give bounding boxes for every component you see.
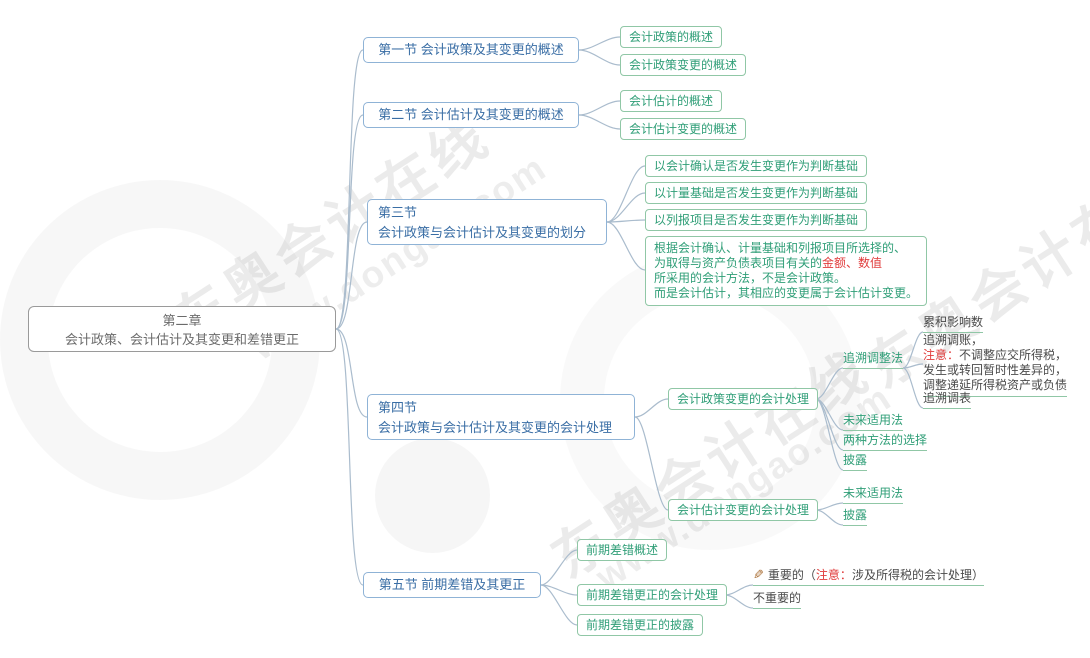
node-root-chapter[interactable]: 第二章 会计政策、会计估计及其变更和差错更正 [28,306,336,352]
node-s3-presentation-basis[interactable]: 以列报项目是否发生变更作为判断基础 [645,209,868,231]
node-prospective-method-estimate[interactable]: 未来适用法 [843,485,904,504]
node-retro-adjust-accounts-note[interactable]: 追溯调账， 注意：不调整应交所得税， 发生或转回暂时性差异的， 调整递延所得税资… [923,333,1068,397]
node-section3[interactable]: 第三节 会计政策与会计估计及其变更的划分 [367,199,607,245]
connector [606,192,646,223]
node-s1-policy-change-overview[interactable]: 会计政策变更的概述 [620,54,747,76]
connector [540,584,578,626]
node-retrospective-adjustment-method[interactable]: 追溯调整法 [843,350,904,369]
retro-note-line4: 调整递延所得税资产或负债 [923,378,1068,392]
node-method-choice[interactable]: 两种方法的选择 [843,432,928,451]
retro-note-line3: 发生或转回暂时性差异的， [923,363,1068,377]
connector [578,114,621,130]
s3-note-line4: 而是会计估计，其相应的变更属于会计估计变更。 [654,286,919,300]
node-cumulative-effect[interactable]: 累积影响数 [923,314,984,333]
s3-note-line2: 为取得与资产负债表项目有关的金额、数值 [654,256,918,271]
connector [335,328,368,418]
section4-line2: 会计政策与会计估计及其变更的会计处理 [378,420,613,435]
node-s5-error-correction-treatment[interactable]: 前期差错更正的会计处理 [577,584,728,606]
node-s5-error-overview[interactable]: 前期差错概述 [577,539,668,561]
connector [902,367,924,409]
connector [335,49,364,330]
connector [902,363,924,369]
important-text-suffix: 涉及所得税的会计处理） [851,568,984,582]
connector [606,219,646,223]
connector [606,165,646,223]
section3-line1: 第三节 [378,205,418,220]
node-s1-policy-overview[interactable]: 会计政策的概述 [620,26,723,48]
connector [335,328,364,586]
s3-note-line1: 根据会计确认、计量基础和列报项目所选择的、 [654,241,907,255]
connector [724,594,754,609]
node-section2[interactable]: 第二节 会计估计及其变更的概述 [363,102,579,128]
node-estimate-disclosure[interactable]: 披露 [843,507,868,526]
node-prospective-method-policy[interactable]: 未来适用法 [843,412,904,431]
node-s2-estimate-change-overview[interactable]: 会计估计变更的概述 [620,118,747,140]
connector [815,367,844,400]
connector [540,549,578,586]
pen-icon: ✎ [753,567,764,582]
section3-line2: 会计政策与会计估计及其变更的划分 [378,225,587,240]
important-text-prefix: 重要的（ [767,568,816,582]
node-unimportant-errors[interactable]: 不重要的 [753,590,802,609]
connector [815,509,844,526]
connector [724,584,754,596]
section4-line1: 第四节 [378,400,418,415]
connector [634,398,669,418]
root-title-line1: 第二章 [162,313,202,328]
node-s3-recognition-basis[interactable]: 以会计确认是否发生变更作为判断基础 [645,155,868,177]
node-s4-estimate-change-treatment[interactable]: 会计估计变更的会计处理 [668,499,819,521]
s3-note-text: 为取得与资产负债表项目有关的 [654,256,823,270]
retro-note-text: 不调整应交所得税， [959,348,1068,362]
node-section5[interactable]: 第五节 前期差错及其更正 [363,572,541,598]
connector [578,49,621,66]
connector [335,221,368,330]
retro-note-warn: 注意： [923,348,960,362]
node-s2-estimate-overview[interactable]: 会计估计的概述 [620,90,723,112]
connector [540,584,578,596]
s3-note-line3: 所采用的会计方法，不是会计政策。 [654,271,847,285]
important-warn: 注意： [815,568,852,582]
node-section4[interactable]: 第四节 会计政策与会计估计及其变更的会计处理 [367,394,635,440]
s3-note-highlight: 金额、数值 [822,256,883,270]
node-important-errors[interactable]: ✎重要的（注意：涉及所得税的会计处理） [753,567,984,586]
retro-note-line1: 追溯调账， [923,333,984,347]
node-policy-disclosure[interactable]: 披露 [843,452,868,471]
connector [815,398,844,451]
connector [578,36,621,51]
node-s4-policy-change-treatment[interactable]: 会计政策变更的会计处理 [668,388,819,410]
node-section1[interactable]: 第一节 会计政策及其变更的概述 [363,37,579,63]
node-s3-measurement-basis[interactable]: 以计量基础是否发生变更作为判断基础 [645,182,868,204]
connector [815,398,844,471]
node-retro-restate-statements[interactable]: 追溯调表 [923,390,972,409]
retro-note-line2: 注意：不调整应交所得税， [923,348,1067,363]
connector [902,331,924,369]
connector [634,416,669,511]
connector [606,221,646,271]
node-s3-note[interactable]: 根据会计确认、计量基础和列报项目所选择的、 为取得与资产负债表项目有关的金额、数… [645,236,928,306]
node-s5-error-correction-disclosure[interactable]: 前期差错更正的披露 [577,614,704,636]
root-title-line2: 会计政策、会计估计及其变更和差错更正 [64,332,299,347]
connector [815,502,844,511]
connector [578,100,621,116]
connector [335,114,364,330]
